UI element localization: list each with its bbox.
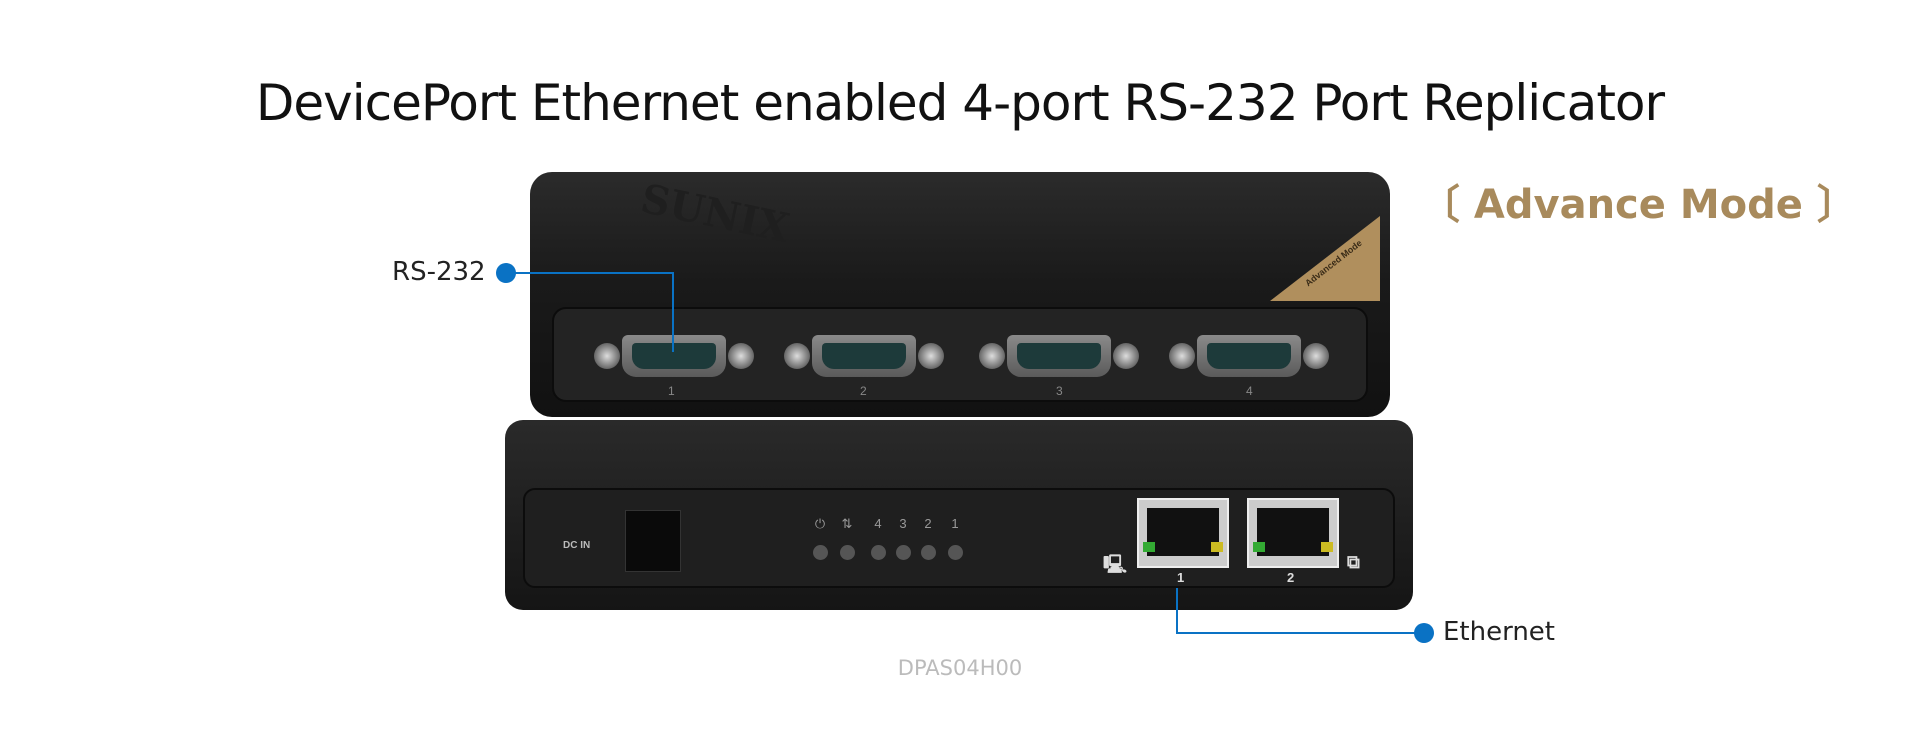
led-power bbox=[813, 545, 828, 560]
led-activity bbox=[840, 545, 855, 560]
port-label: 2 bbox=[1287, 570, 1295, 585]
port-label: 1 bbox=[668, 384, 675, 398]
serial-port-2 bbox=[784, 331, 944, 381]
led-label: 3 bbox=[899, 516, 907, 531]
advanced-mode-badge bbox=[1270, 216, 1380, 301]
computer-icon: 🖳 bbox=[1103, 554, 1128, 574]
brand-logo: SUNIX bbox=[636, 174, 794, 253]
network-icon: ⧉ bbox=[1347, 552, 1360, 572]
ethernet-callout-line bbox=[1176, 588, 1178, 634]
led-1 bbox=[948, 545, 963, 560]
device-bottom-unit: DC IN ⏻ ⇅ 4 3 2 1 🖳 1 2 ⧉ bbox=[505, 420, 1413, 610]
led-label: 1 bbox=[951, 516, 959, 531]
serial-port-4 bbox=[1169, 331, 1329, 381]
led-3 bbox=[896, 545, 911, 560]
serial-port-1 bbox=[594, 331, 754, 381]
led-label: 4 bbox=[874, 516, 882, 531]
ethernet-callout-line bbox=[1176, 632, 1424, 634]
port-label: 2 bbox=[860, 384, 867, 398]
ethernet-callout-dot bbox=[1414, 623, 1434, 643]
rear-panel: DC IN ⏻ ⇅ 4 3 2 1 🖳 1 2 ⧉ bbox=[523, 488, 1395, 588]
ethernet-port-1 bbox=[1137, 498, 1229, 568]
led-label: 2 bbox=[924, 516, 932, 531]
port-label: 4 bbox=[1246, 384, 1253, 398]
serial-panel: 1 2 3 4 bbox=[552, 307, 1368, 402]
rs232-callout-label: RS-232 bbox=[392, 257, 486, 287]
rs232-callout-line bbox=[672, 272, 674, 352]
rs232-callout-line bbox=[506, 272, 674, 274]
led-2 bbox=[921, 545, 936, 560]
port-label: 3 bbox=[1056, 384, 1063, 398]
power-label: DC IN bbox=[563, 540, 591, 551]
ethernet-port-2 bbox=[1247, 498, 1339, 568]
device-top-unit: SUNIX Advanced Mode 1 2 3 4 bbox=[530, 172, 1390, 417]
led-4 bbox=[871, 545, 886, 560]
serial-port-3 bbox=[979, 331, 1139, 381]
led-label: ⏻ bbox=[814, 516, 826, 531]
power-jack bbox=[625, 510, 681, 572]
mode-label: 〔 Advance Mode 〕 bbox=[1420, 182, 1857, 228]
led-label: ⇅ bbox=[841, 516, 853, 531]
page-title: DevicePort Ethernet enabled 4-port RS-23… bbox=[255, 74, 1665, 132]
model-number: DPAS04H00 bbox=[897, 656, 1023, 680]
ethernet-callout-label: Ethernet bbox=[1443, 617, 1555, 647]
port-label: 1 bbox=[1177, 570, 1185, 585]
